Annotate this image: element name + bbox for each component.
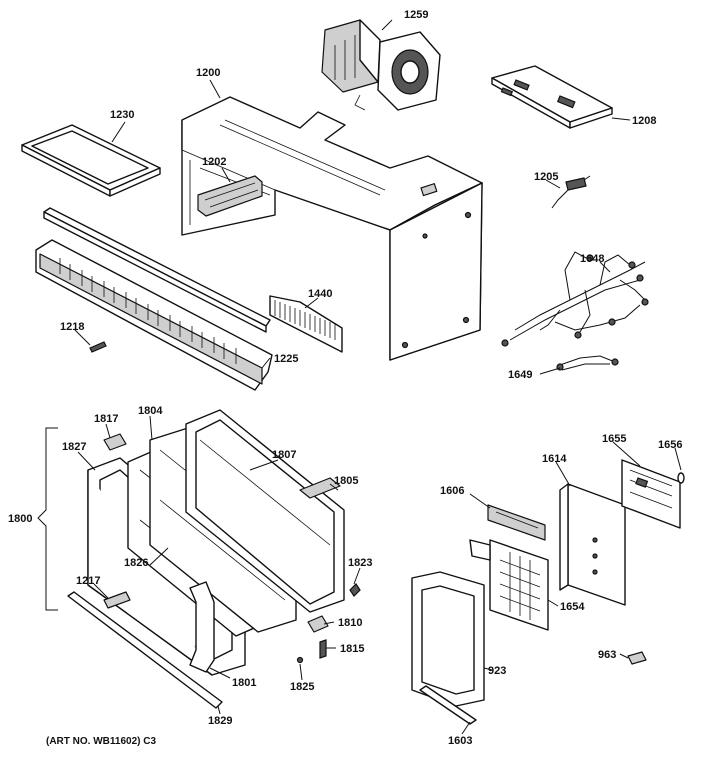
- art-number-caption: (ART NO. WB11602) C3: [46, 736, 156, 747]
- label-1217: 1217: [76, 575, 100, 587]
- label-1801: 1801: [232, 677, 256, 689]
- label-1827: 1827: [62, 441, 86, 453]
- part-1202-bracket: [197, 175, 263, 217]
- label-923: 923: [488, 665, 506, 677]
- label-1825: 1825: [290, 681, 314, 693]
- label-1259: 1259: [404, 9, 428, 21]
- label-1807: 1807: [272, 449, 296, 461]
- label-963: 963: [598, 649, 616, 661]
- label-1815: 1815: [340, 643, 364, 655]
- label-1655: 1655: [602, 433, 626, 445]
- part-1217-hinge: [103, 591, 131, 609]
- part-1614-control-panel: [559, 483, 626, 606]
- label-1810: 1810: [338, 617, 362, 629]
- part-1648-wire-harness: [501, 251, 649, 347]
- label-1200: 1200: [196, 67, 220, 79]
- door-assembly-bracket: [37, 427, 58, 611]
- part-1440-grille: [269, 295, 343, 353]
- label-1823: 1823: [348, 557, 372, 569]
- part-1200-cabinet: [181, 96, 483, 361]
- part-1230-filter: [21, 124, 161, 197]
- label-1648: 1648: [580, 253, 604, 265]
- callout-labels: 1259 1200 1208 1230 1202 1205 1648 1440 …: [8, 9, 682, 747]
- label-1440: 1440: [308, 288, 332, 300]
- label-1225: 1225: [274, 353, 298, 365]
- part-1825-screw: [296, 656, 304, 664]
- part-1606-nameplate: [487, 504, 546, 541]
- label-1805: 1805: [334, 475, 358, 487]
- label-1606: 1606: [440, 485, 464, 497]
- part-1205-connector: [551, 175, 591, 209]
- part-1218-screw: [89, 341, 107, 353]
- part-963-clip: [627, 651, 647, 665]
- part-1807-door-panel: [185, 409, 345, 613]
- label-1817: 1817: [94, 413, 118, 425]
- part-1817-latch: [103, 433, 127, 451]
- label-1603: 1603: [448, 735, 472, 747]
- label-1649: 1649: [508, 369, 532, 381]
- label-1656: 1656: [658, 439, 682, 451]
- label-1202: 1202: [202, 156, 226, 168]
- part-1810-switch: [307, 615, 329, 633]
- label-1800: 1800: [8, 513, 32, 525]
- part-1259-fan-motor: [321, 19, 441, 111]
- part-1801-handle: [189, 581, 215, 673]
- part-1649-small-harness: [556, 355, 619, 371]
- part-1655-control-board: [621, 459, 681, 529]
- label-1654: 1654: [560, 601, 585, 613]
- part-1654-keypad: [469, 539, 549, 631]
- label-1230: 1230: [110, 109, 134, 121]
- label-1205: 1205: [534, 171, 558, 183]
- part-1805-choke: [299, 477, 341, 499]
- part-1208-plate: [491, 65, 613, 129]
- part-1225-vent-assembly: [35, 207, 273, 391]
- label-1804: 1804: [138, 405, 163, 417]
- label-1208: 1208: [632, 115, 656, 127]
- leader-lines: [74, 19, 682, 735]
- part-1603-trim: [419, 685, 477, 725]
- part-1815-lever: [319, 639, 327, 659]
- part-923-bezel: [411, 571, 485, 707]
- part-1829-trim: [67, 591, 223, 709]
- part-1823-spring: [349, 583, 361, 597]
- label-1826: 1826: [124, 557, 148, 569]
- part-1656-fuse: [677, 472, 685, 484]
- label-1614: 1614: [542, 453, 567, 465]
- label-1829: 1829: [208, 715, 232, 727]
- label-1218: 1218: [60, 321, 84, 333]
